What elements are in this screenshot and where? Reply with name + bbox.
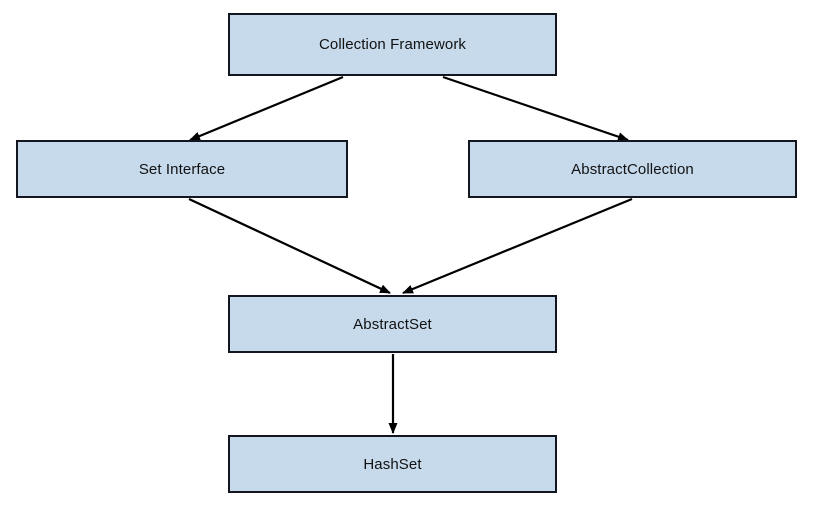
node-set-interface[interactable]: Set Interface <box>16 140 348 198</box>
node-label: HashSet <box>363 455 422 473</box>
node-label: AbstractSet <box>353 315 432 333</box>
edge-set-interface-to-abstract-set <box>188 198 391 294</box>
node-label: AbstractCollection <box>571 160 694 178</box>
node-hash-set[interactable]: HashSet <box>228 435 557 493</box>
edge-framework-to-set-interface <box>189 75 344 142</box>
edge-abstract-collection-to-abstract-set <box>402 197 633 295</box>
edge-framework-to-abstract-collection <box>442 75 629 142</box>
node-collection-framework[interactable]: Collection Framework <box>228 13 557 76</box>
node-label: Collection Framework <box>318 36 467 53</box>
node-abstract-set[interactable]: AbstractSet <box>228 295 557 353</box>
node-label: Set Interface <box>138 160 226 178</box>
node-abstract-collection[interactable]: AbstractCollection <box>468 140 797 198</box>
